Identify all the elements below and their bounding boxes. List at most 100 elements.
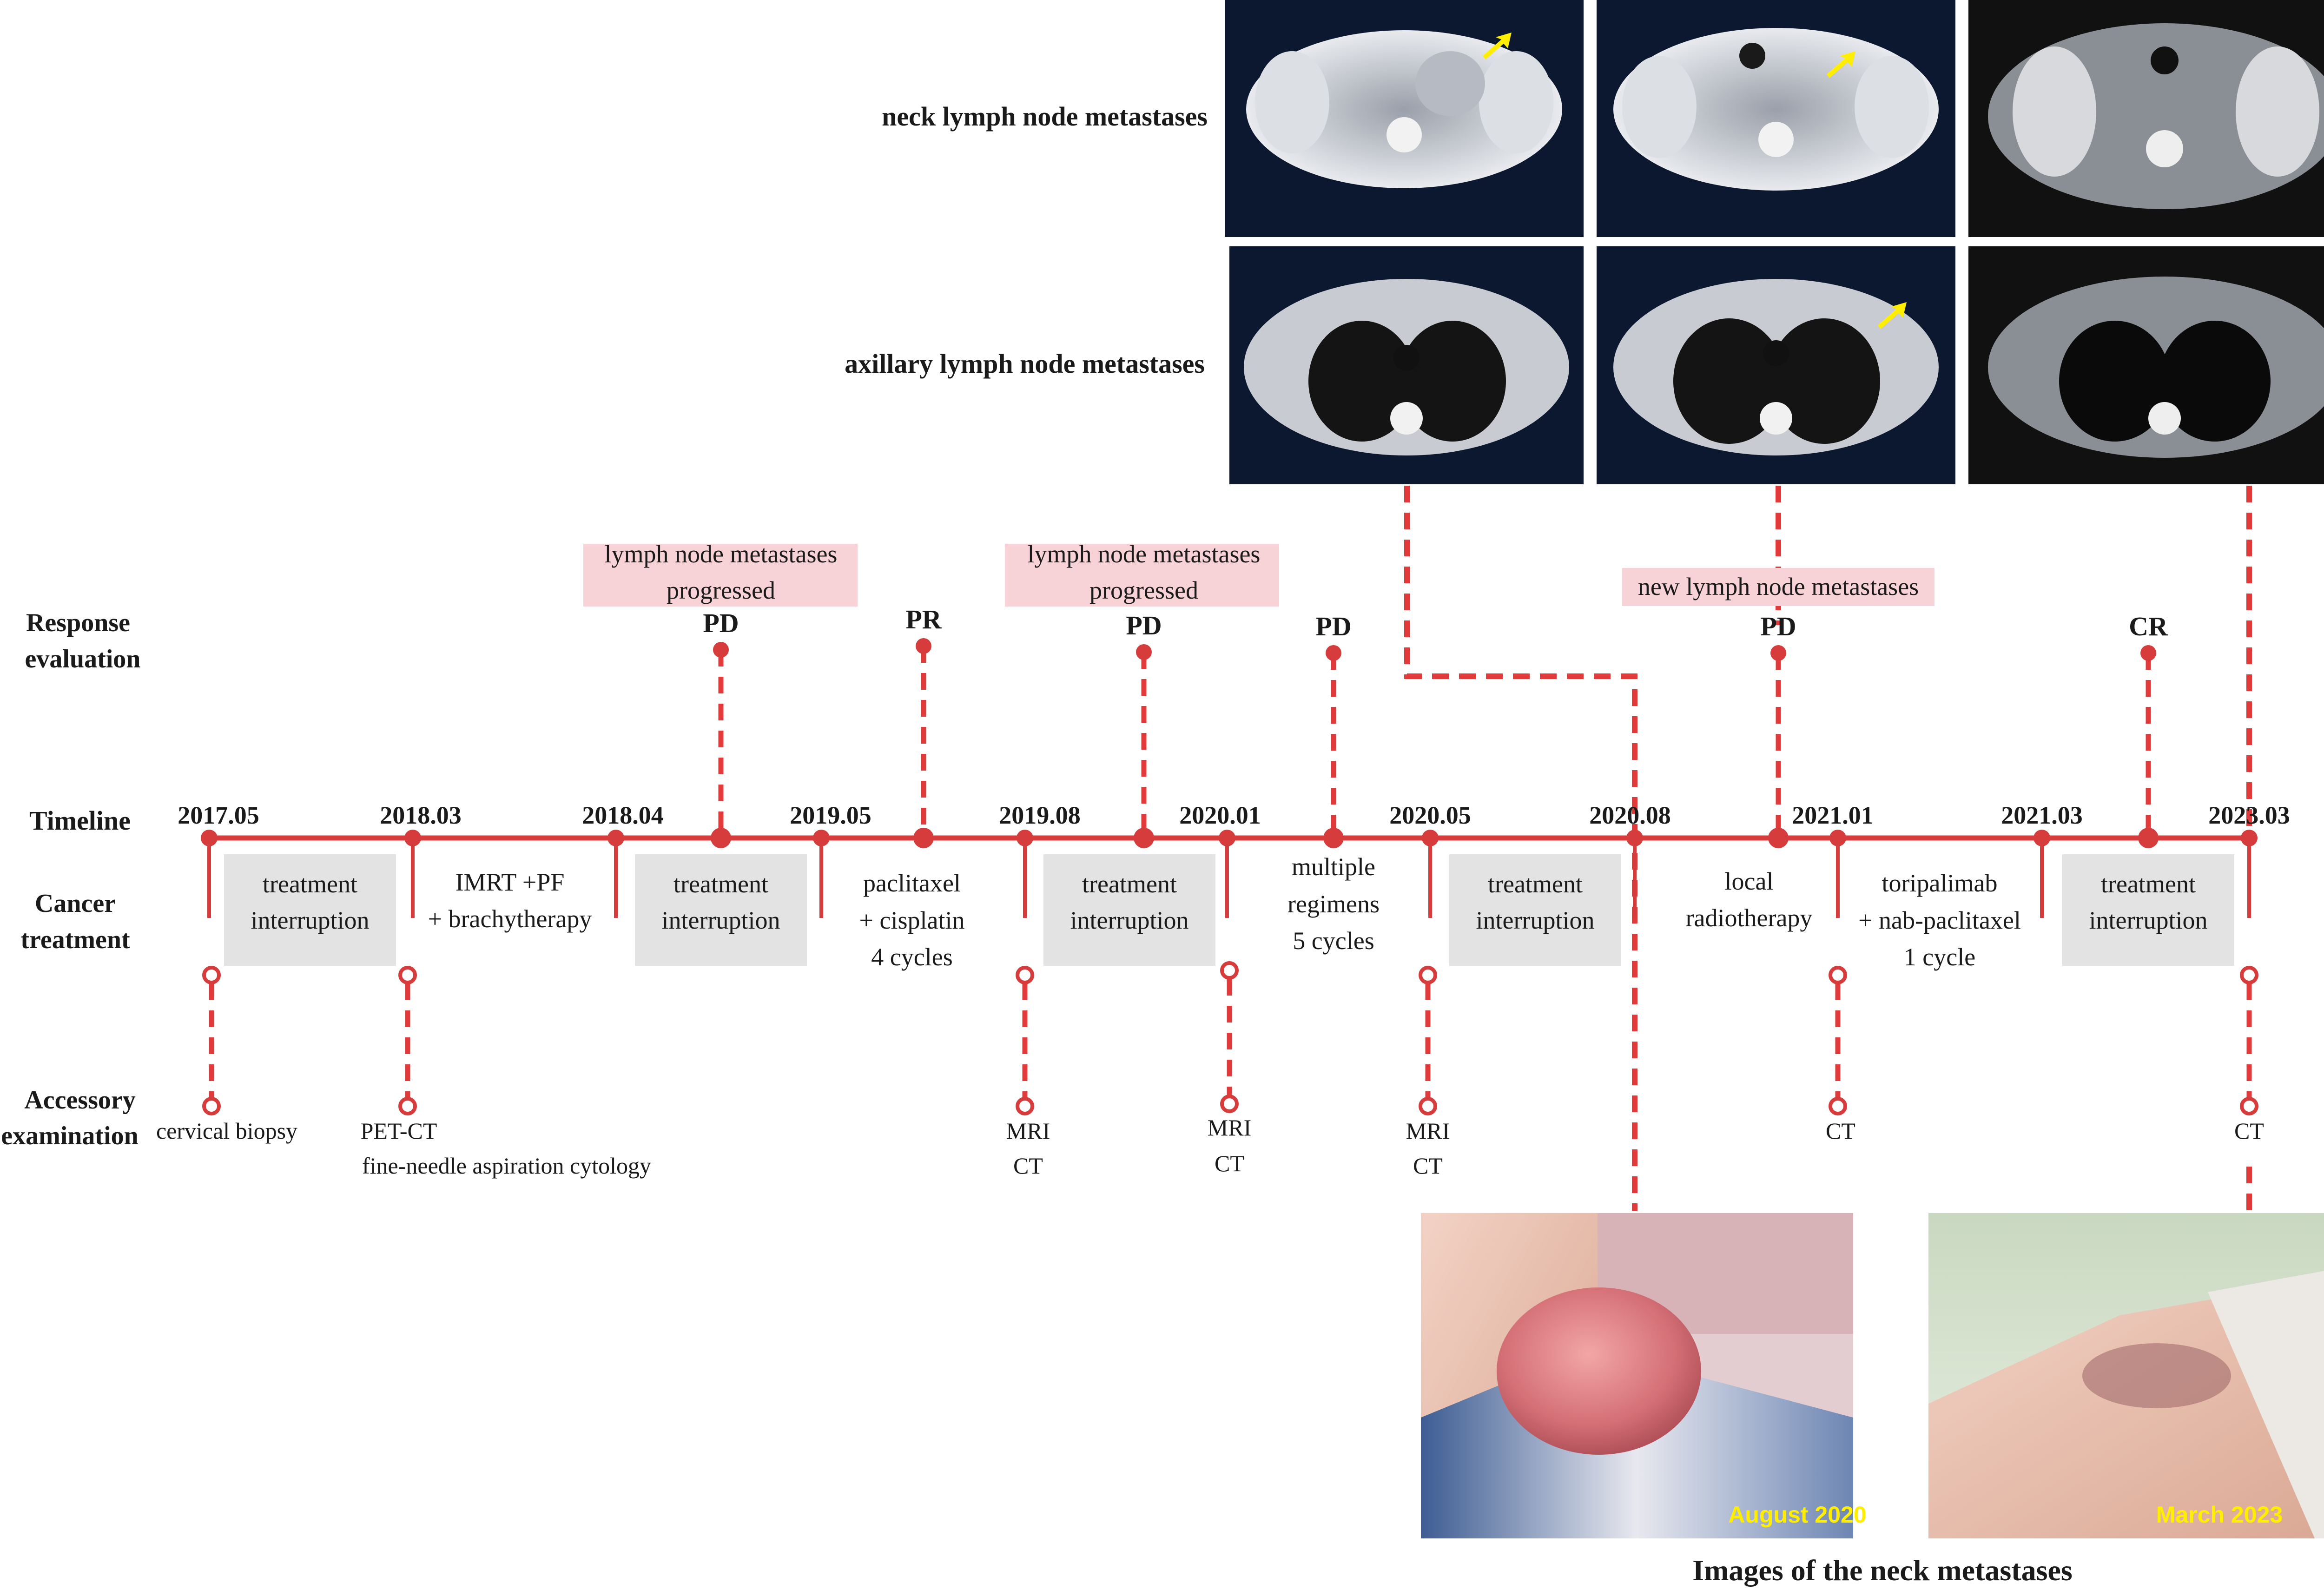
timeline-dot (1219, 830, 1235, 846)
exam-ring (2240, 1097, 2258, 1115)
response-label: PD (1315, 611, 1351, 641)
arrow-icon (1483, 33, 1512, 59)
row-label-treatment-2: treatment (20, 925, 130, 954)
photo-caption-2020: August 2020 (1728, 1502, 1866, 1528)
exam-ring (202, 1097, 221, 1115)
row-label-timeline: Timeline (29, 805, 131, 836)
treatment-label: + brachytherapy (428, 905, 592, 933)
exam-label: CT (1013, 1153, 1043, 1179)
arrow-icon (1878, 302, 1907, 329)
exam-ring (1419, 1097, 1437, 1115)
timeline-dot (2241, 830, 2258, 846)
photos-title: Images of the neck metastases (1692, 1554, 2073, 1587)
timeline-dot (1017, 830, 1033, 846)
response-label: PR (905, 604, 942, 634)
response-axis-dot (1768, 828, 1789, 848)
row-label-accessory-1: Accessory (24, 1086, 135, 1115)
exam-label: CT (1215, 1150, 1244, 1176)
treatment-label: interruption (1476, 906, 1595, 934)
date-label: 2018.03 (380, 801, 462, 829)
treatment-label: interruption (662, 906, 780, 934)
treatment-label: IMRT +PF (456, 868, 565, 896)
treatment-interruption-box (1043, 854, 1215, 966)
photo-caption-2023: March 2023 (2156, 1502, 2283, 1528)
date-label: 2020.08 (1589, 801, 1671, 829)
exam-ring (1220, 961, 1239, 980)
arrow-icon (1827, 51, 1855, 78)
ct-row-label-axillary: axillary lymph node metastases (845, 349, 1205, 379)
date-label: 2018.04 (582, 801, 664, 829)
treatment-label: multiple (1292, 853, 1375, 881)
treatment-label: treatment (263, 870, 357, 898)
row-label-response-2: evaluation (25, 645, 141, 673)
treatment-label: treatment (2101, 870, 2196, 898)
timeline-dot (1829, 830, 1846, 846)
exam-label: fine-needle aspiration cytology (362, 1153, 651, 1179)
exam-label: CT (1826, 1118, 1855, 1144)
response-axis-dot (2138, 828, 2159, 848)
ct-scan-neck-2020 (1225, 0, 1584, 237)
response-note-text: progressed (1089, 576, 1198, 604)
date-label: 2019.05 (790, 801, 872, 829)
exam-ring (1220, 1095, 1239, 1113)
treatment-label: 4 cycles (871, 943, 952, 971)
exam-label: MRI (1208, 1115, 1251, 1141)
ct-row-label-neck: neck lymph node metastases (882, 101, 1208, 132)
response-dot (1326, 645, 1341, 661)
response-label: PD (1760, 611, 1796, 641)
date-label: 2020.01 (1179, 801, 1261, 829)
treatment-label: + cisplatin (859, 906, 965, 934)
timeline-dot (404, 830, 421, 846)
response-note-text: progressed (667, 576, 775, 604)
timeline-dot (1626, 830, 1643, 846)
exam-ring (398, 1097, 417, 1115)
exam-label: MRI (1006, 1118, 1050, 1144)
treatment-interruption-box (1449, 854, 1621, 966)
response-note-box (583, 544, 858, 607)
exam-ring (2240, 966, 2258, 984)
exam-label: cervical biopsy (156, 1118, 297, 1144)
exam-ring (398, 966, 417, 984)
treatment-label: toripalimab (1882, 869, 1998, 897)
exam-ring (1829, 966, 1847, 984)
timeline-dot (1422, 830, 1439, 846)
date-label: 2021.01 (1792, 801, 1874, 829)
response-dot (916, 638, 931, 654)
ct-image-grid (1225, 0, 2324, 484)
response-label: CR (2129, 611, 2168, 641)
exam-ring (1016, 966, 1034, 984)
response-note-text: lymph node metastases (1028, 540, 1261, 568)
treatment-label: regimens (1287, 890, 1380, 918)
date-label: 2021.03 (2001, 801, 2083, 829)
treatment-label: interruption (1070, 906, 1189, 934)
row-label-response-1: Response (26, 608, 130, 637)
timeline-dot (607, 830, 624, 846)
accessory-examinations: cervical biopsy PET-CT fine-needle aspirat… (156, 961, 2264, 1179)
treatment-label: paclitaxel (863, 869, 961, 897)
response-label: PD (703, 608, 739, 638)
exam-label: MRI (1406, 1118, 1450, 1144)
row-label-accessory-2: examination (1, 1122, 139, 1150)
response-axis-dot (711, 828, 731, 848)
treatment-interruption-box (2062, 854, 2234, 966)
response-note-text: new lymph node metastases (1638, 573, 1919, 600)
date-label: 2017.05 (178, 801, 259, 829)
timeline-dot (813, 830, 830, 846)
treatment-label: treatment (673, 870, 768, 898)
response-note-box (1005, 544, 1279, 607)
timeline-dot (2034, 830, 2050, 846)
exam-ring (1829, 1097, 1847, 1115)
timeline-dot (201, 830, 218, 846)
exam-label: PET-CT (361, 1118, 437, 1144)
ct-scan-neck-2023 (1968, 0, 2324, 237)
treatment-interruption-box (224, 854, 396, 966)
response-axis-dot (913, 828, 934, 848)
ct-scan-neck-2021 (1597, 0, 1955, 237)
treatment-interruption-box (635, 854, 807, 966)
treatment-label: interruption (2089, 906, 2208, 934)
treatment-label: + nab-paclitaxel (1858, 906, 2021, 934)
exam-ring (202, 966, 221, 984)
treatment-label: 5 cycles (1293, 927, 1374, 955)
treatment-label: radiotherapy (1686, 904, 1813, 932)
